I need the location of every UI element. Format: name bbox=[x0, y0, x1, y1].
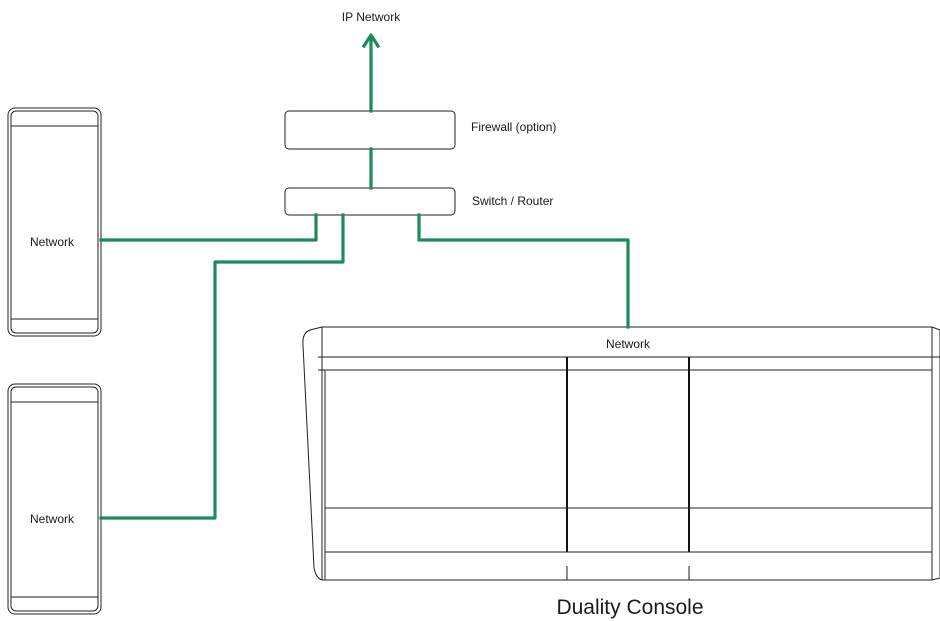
console-network-port: Network bbox=[606, 337, 651, 351]
console-to-switch-link bbox=[417, 213, 630, 329]
duality-console bbox=[302, 326, 940, 581]
console-name-label: Duality Console bbox=[556, 596, 703, 619]
rack-bottom-network-port: Network bbox=[30, 512, 75, 526]
rack-bottom-to-switch-link bbox=[99, 213, 345, 520]
switch-router-label: Switch / Router bbox=[472, 194, 553, 208]
firewall-label: Firewall (option) bbox=[471, 120, 556, 134]
firewall-device bbox=[284, 110, 456, 150]
uplink-arrow-icon bbox=[361, 33, 381, 49]
ip-network-label: IP Network bbox=[342, 10, 401, 24]
rack-top-to-switch-link bbox=[99, 213, 318, 242]
connections bbox=[99, 33, 630, 520]
switch-router-device bbox=[284, 187, 456, 216]
rack-unit-top bbox=[7, 107, 102, 337]
rack-top-network-port: Network bbox=[30, 235, 75, 249]
rack-unit-bottom bbox=[7, 383, 102, 615]
